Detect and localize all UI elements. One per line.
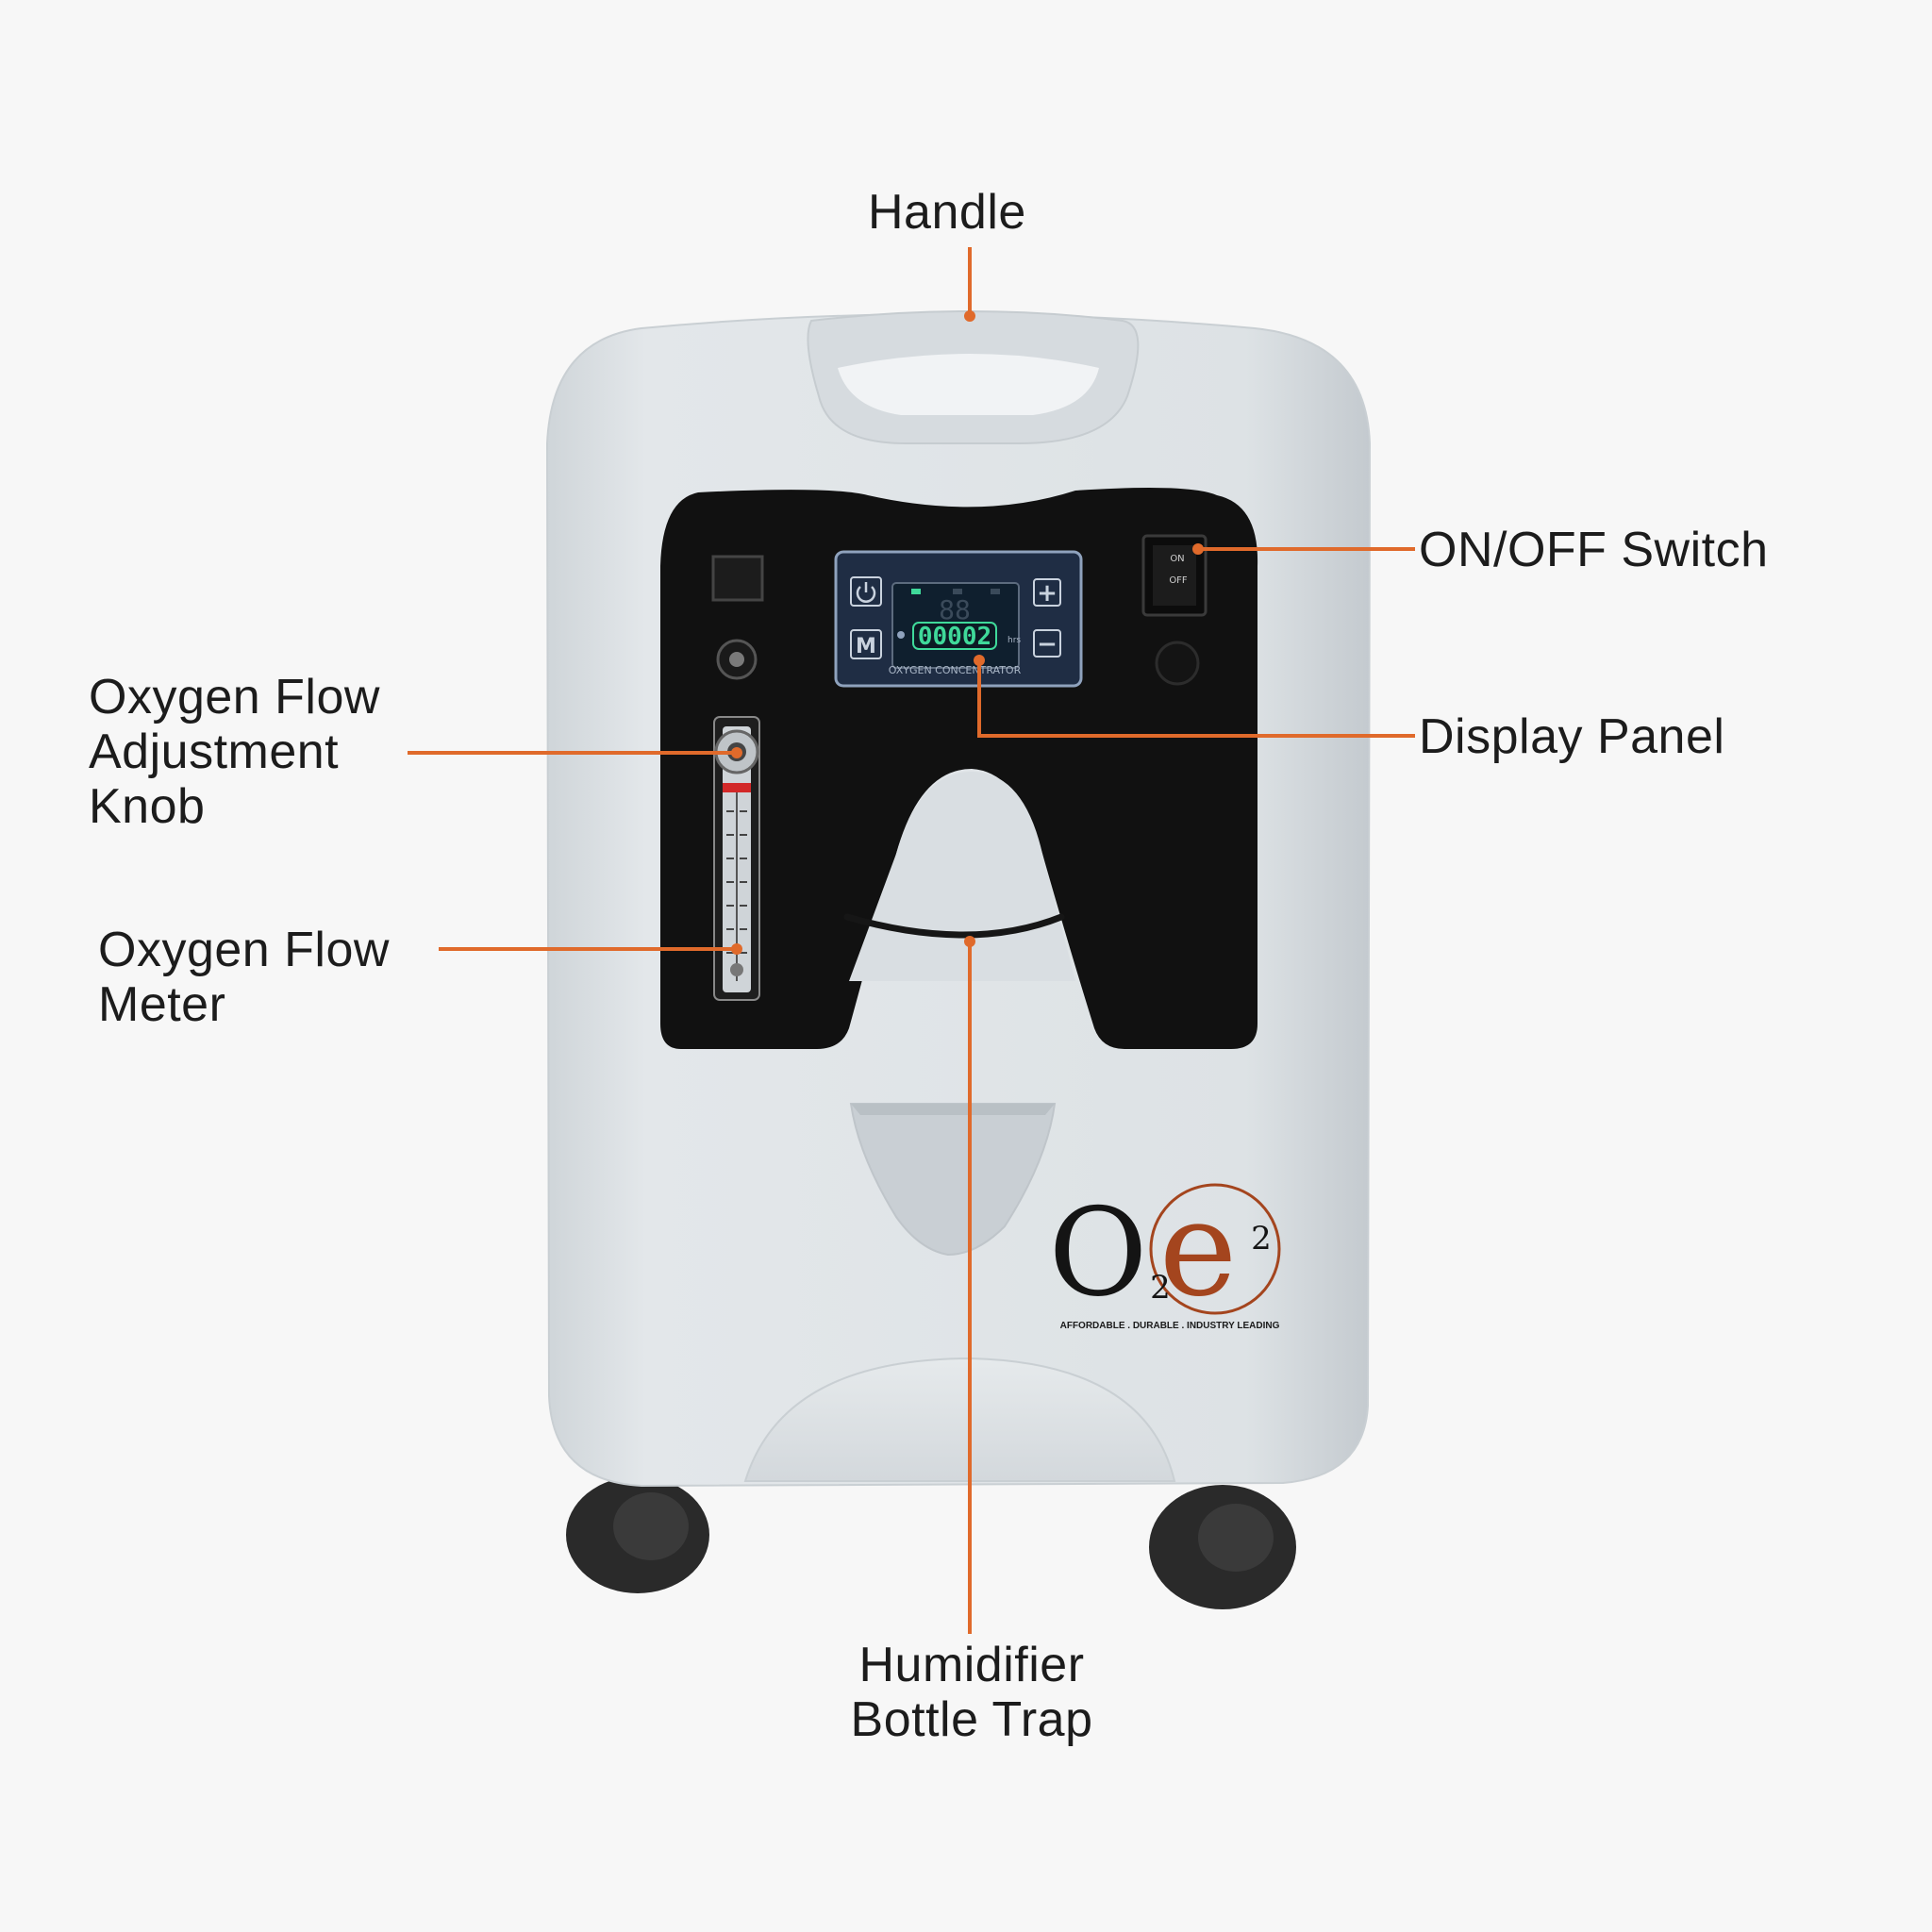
wheel-right-icon bbox=[1149, 1485, 1296, 1609]
mode-icon: M bbox=[856, 635, 876, 658]
humidifier-cradle bbox=[849, 1103, 1057, 1257]
leader-lines bbox=[408, 247, 1415, 1634]
label-humidifier-trap: Humidifier Bottle Trap bbox=[850, 1638, 1093, 1747]
svg-text:88: 88 bbox=[939, 594, 971, 625]
logo-tagline: AFFORDABLE . DURABLE . INDUSTRY LEADING bbox=[1060, 1321, 1280, 1331]
display-counter: 00002 bbox=[918, 623, 991, 651]
logo-mark-sub: 2 bbox=[1150, 1269, 1171, 1307]
socket-square bbox=[711, 555, 764, 602]
display-panel: 88 00002 hrs OXYGEN CONCENTRATOR bbox=[834, 550, 1083, 688]
label-handle: Handle bbox=[868, 185, 1026, 240]
flow-meter bbox=[713, 716, 760, 1001]
power-icon bbox=[856, 582, 876, 603]
mode-button[interactable]: M bbox=[850, 629, 882, 659]
wheel-left-icon bbox=[566, 1476, 709, 1593]
switch-off-label: OFF bbox=[1169, 575, 1188, 586]
logo-mark-sup: 2 bbox=[1251, 1220, 1272, 1257]
front-panel bbox=[660, 487, 1258, 1049]
outlet-icon bbox=[716, 639, 758, 680]
logo-mark-e: e bbox=[1159, 1173, 1238, 1326]
on-off-switch[interactable]: ON OFF bbox=[1141, 534, 1208, 617]
bottle-trap-strap bbox=[843, 913, 1065, 939]
switch-on-label: ON bbox=[1170, 554, 1184, 564]
plus-button[interactable]: + bbox=[1033, 578, 1061, 608]
display-caption: OXYGEN CONCENTRATOR bbox=[889, 664, 1022, 676]
display-unit: hrs bbox=[1008, 636, 1021, 645]
label-flow-knob: Oxygen Flow Adjustment Knob bbox=[89, 670, 380, 834]
minus-icon: − bbox=[1037, 630, 1058, 658]
logo-mark-o: O bbox=[1049, 1183, 1148, 1324]
label-display-panel: Display Panel bbox=[1419, 709, 1725, 764]
brand-logo: O 2 e 2 AFFORDABLE . DURABLE . INDUSTRY … bbox=[1049, 1173, 1281, 1331]
outlet-port bbox=[1155, 641, 1200, 686]
label-flow-meter: Oxygen Flow Meter bbox=[98, 923, 390, 1032]
label-on-off-switch: ON/OFF Switch bbox=[1419, 523, 1769, 577]
minus-button[interactable]: − bbox=[1033, 629, 1061, 658]
device-base bbox=[743, 1357, 1176, 1482]
plus-icon: + bbox=[1037, 579, 1058, 608]
power-button[interactable] bbox=[850, 576, 882, 607]
